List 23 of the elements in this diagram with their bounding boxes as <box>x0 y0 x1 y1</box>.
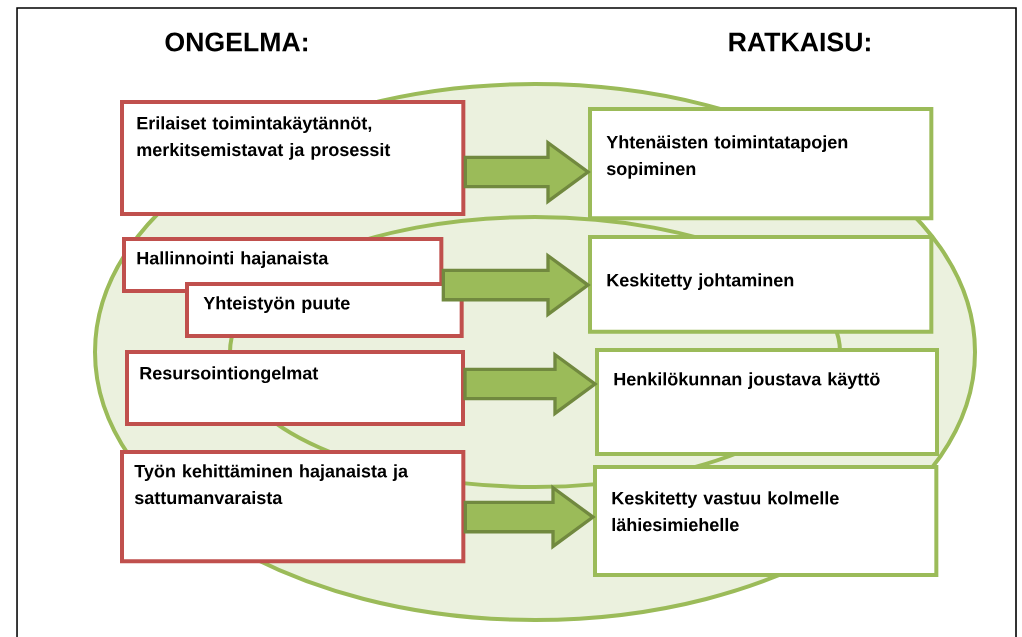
column-heading: ONGELMA: <box>165 32 308 52</box>
problem-box <box>125 350 465 426</box>
solution-box <box>588 107 934 221</box>
block-arrow <box>463 139 591 205</box>
box-text: Hallinnointi hajanaista <box>137 251 329 269</box>
block-arrow <box>463 484 596 550</box>
box-text: Yhteistyön puute <box>203 296 350 314</box>
problem-box <box>120 100 466 216</box>
column-heading: RATKAISU: <box>729 32 870 52</box>
solution-box <box>593 465 939 577</box>
box-text: Yhtenäisten toimintatapojen sopiminen <box>606 135 848 179</box>
box-text: Resursointiongelmat <box>140 366 319 384</box>
problem-box <box>120 450 466 564</box>
solution-box <box>588 235 934 334</box>
box-text: Työn kehittäminen hajanaista ja sattumanvaraista <box>134 464 409 505</box>
problem-box <box>185 282 464 338</box>
box-text: Henkilökunnan joustava käyttö <box>614 372 880 390</box>
block-arrow <box>463 351 598 417</box>
box-text: Keskitetty johtaminen <box>607 273 794 291</box>
solution-box <box>595 348 939 456</box>
block-arrow <box>441 252 591 318</box>
box-text: Keskitetty vastuu kolmelle lähiesimiehelle <box>612 491 839 532</box>
box-text: Erilaiset toimintakäytännöt, merkitsemistavat ja prosessit <box>137 116 391 160</box>
